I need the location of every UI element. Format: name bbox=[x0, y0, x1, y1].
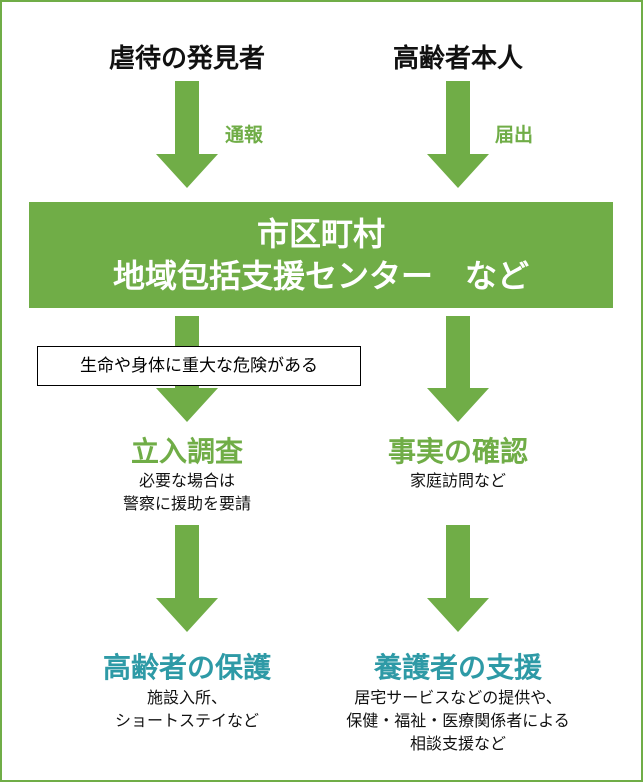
center-banner: 市区町村 地域包括支援センター など bbox=[29, 202, 613, 308]
center-line2: 地域包括支援センター など bbox=[112, 257, 529, 295]
protection-sub2: ショートステイなど bbox=[114, 711, 259, 730]
arrow-investigation-to-protection bbox=[156, 525, 218, 632]
investigation-sub2: 警察に援助を要請 bbox=[122, 494, 251, 513]
protection-title: 高齢者の保護 bbox=[102, 651, 271, 684]
investigation-title: 立入調査 bbox=[130, 435, 243, 468]
arrow-center-to-confirmation bbox=[427, 316, 489, 422]
support-sub3: 相談支援など bbox=[409, 734, 506, 753]
confirmation-title: 事実の確認 bbox=[387, 435, 528, 468]
confirmation-sub1: 家庭訪問など bbox=[409, 471, 506, 490]
support-title: 養護者の支援 bbox=[373, 651, 542, 684]
support-sub2: 保健・福祉・医療関係者による bbox=[346, 711, 570, 730]
center-line1: 市区町村 bbox=[256, 215, 385, 253]
report-label: 通報 bbox=[224, 124, 263, 146]
elderly-self-label: 高齢者本人 bbox=[392, 44, 523, 74]
investigation-sub1: 必要な場合は bbox=[138, 471, 235, 490]
reporter-label: 虐待の発見者 bbox=[108, 44, 265, 74]
arrow-self-to-center bbox=[427, 81, 489, 188]
support-sub1: 居宅サービスなどの提供や、 bbox=[354, 688, 562, 707]
arrow-confirmation-to-support bbox=[427, 525, 489, 632]
protection-sub1: 施設入所、 bbox=[146, 688, 227, 707]
arrow-reporter-to-center bbox=[156, 81, 218, 188]
danger-condition-box: 生命や身体に重大な危険がある bbox=[37, 346, 361, 386]
notification-label: 届出 bbox=[494, 124, 533, 146]
